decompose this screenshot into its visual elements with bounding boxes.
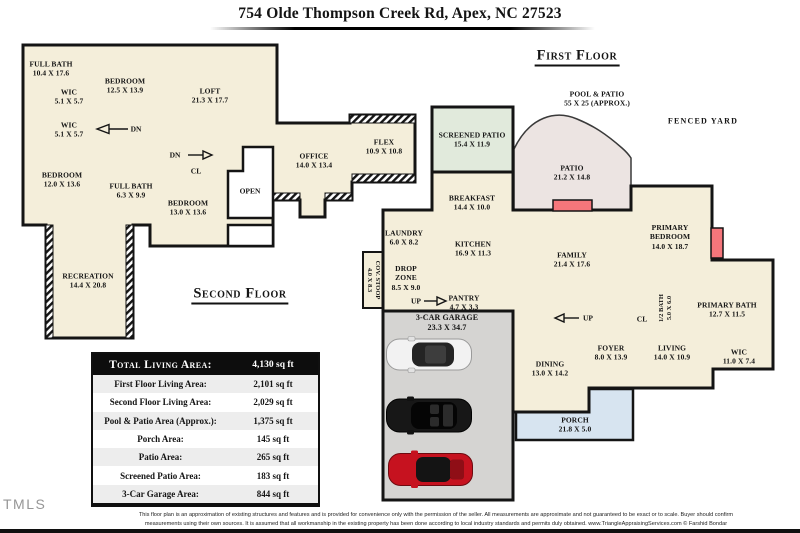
up-arrow-family (553, 312, 579, 324)
car-red (388, 450, 473, 488)
patio-red-marker (552, 199, 593, 212)
table-row: Pool & Patio Area (Approx.):1,375 sq ft (93, 411, 318, 430)
closet-label-2f: CL (190, 166, 202, 176)
closet-label-1f: CL (636, 314, 648, 324)
fenced-yard-label: FENCED YARD (667, 116, 739, 126)
screened-patio-area (430, 105, 515, 174)
table-body: First Floor Living Area:2,101 sq ft Seco… (93, 375, 318, 504)
dn-label-2: DN (169, 150, 181, 160)
area-summary-table: Total Living Area: 4,130 sq ft First Flo… (91, 352, 320, 508)
disclaimer-line-1: This floor plan is an approximation of e… (138, 512, 734, 518)
table-row: Second Floor Living Area:2,029 sq ft (109, 397, 293, 408)
up-arrow-pantry (424, 295, 448, 307)
table-row: Patio Area:265 sq ft (93, 448, 318, 467)
stairwell-area (226, 223, 275, 248)
patio-area (513, 114, 632, 211)
table-row: 3-Car Garage Area:844 sq ft (93, 484, 318, 504)
table-row: Screened Patio Area:183 sq ft (120, 470, 290, 481)
dn-label-1: DN (130, 124, 142, 134)
table-header-row: Total Living Area: 4,130 sq ft (93, 354, 318, 375)
disclaimer-text: This floor plan is an approximation of e… (104, 511, 768, 529)
hatched-wall (351, 173, 416, 183)
car-white (386, 336, 472, 373)
table-header-label: Total Living Area: (109, 358, 212, 371)
table-row: First Floor Living Area:2,101 sq ft (93, 375, 318, 394)
tmls-logo: TMLS (3, 496, 47, 512)
page-title: 754 Olde Thompson Creek Rd, Apex, NC 275… (238, 5, 562, 22)
title-divider (210, 27, 595, 30)
hatched-wall (324, 192, 353, 201)
up-label-pantry: UP (411, 296, 421, 306)
hatched-wall (272, 192, 301, 201)
dn-arrow-left (95, 123, 128, 135)
bedroom-red-marker (710, 227, 724, 259)
hatched-wall (349, 114, 416, 124)
car-black (386, 396, 472, 435)
up-label-family: UP (583, 313, 593, 323)
hatched-wall (45, 224, 54, 339)
first-floor-heading: First Floor (534, 48, 620, 67)
table-row: Porch Area:145 sq ft (137, 434, 290, 445)
open-to-below-area (226, 145, 275, 220)
open-label: OPEN (239, 186, 261, 196)
disclaimer-line-2: measurements using their own sources. It… (144, 521, 728, 528)
table-header-value: 4,130 sq ft (252, 359, 294, 370)
bottom-border-bar (0, 529, 800, 533)
dn-arrow-right (188, 149, 214, 161)
hatched-wall (125, 224, 134, 339)
second-floor-heading: Second Floor (191, 286, 289, 305)
